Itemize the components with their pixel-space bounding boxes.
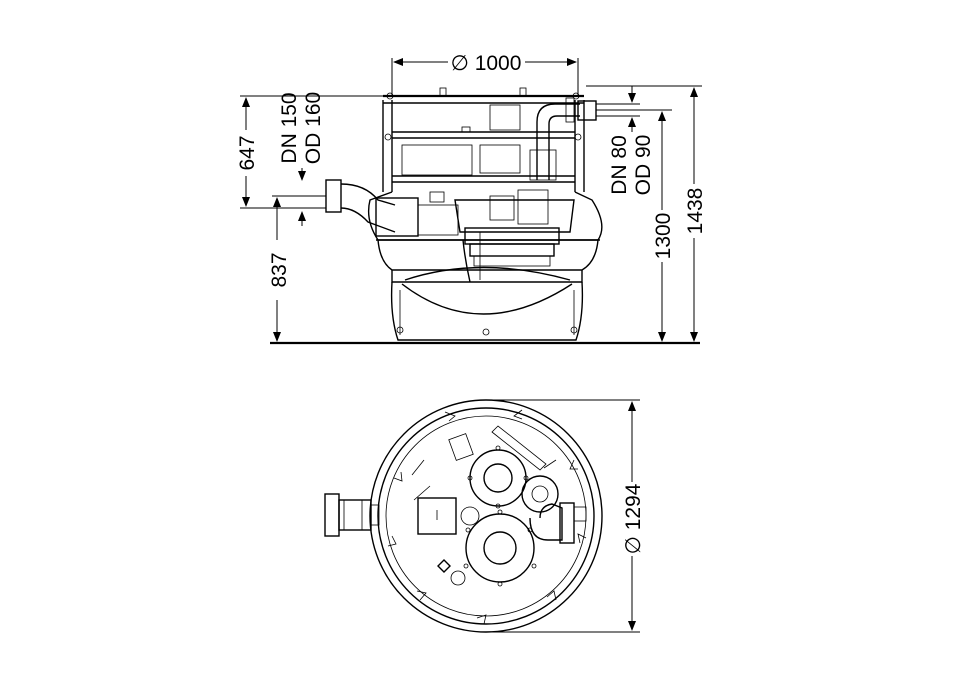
pump-assembly	[454, 189, 575, 283]
dim-outlet-height: 1300	[596, 109, 675, 342]
dim-plan-diameter-label: ∅ 1294	[622, 483, 645, 554]
plan-components	[411, 425, 587, 587]
inlet-size-label: DN 150 OD 160	[278, 92, 325, 226]
elevation-view: ∅ 1000 647 837 DN 150 OD 160	[236, 52, 707, 345]
outlet-pipe	[529, 97, 597, 181]
dim-base-height-label: 837	[268, 252, 291, 287]
upper-chamber	[382, 87, 585, 192]
outlet-dn-label: DN 80	[608, 135, 631, 195]
dim-inlet-height: 647	[236, 95, 384, 209]
plan-inlet-pipe	[324, 493, 380, 537]
tank-body	[367, 191, 603, 341]
dim-top-diameter: ∅ 1000	[391, 52, 579, 96]
inlet-pipe	[325, 179, 459, 237]
dim-plan-diameter: ∅ 1294	[486, 399, 645, 633]
outlet-od-label: OD 90	[632, 135, 655, 196]
dim-total-height-label: 1438	[684, 188, 707, 235]
plan-outer-ring	[369, 399, 603, 633]
dim-top-diameter-label: ∅ 1000	[451, 52, 522, 75]
dim-outlet-height-label: 1300	[652, 213, 675, 260]
inlet-dn-label: DN 150	[278, 92, 301, 163]
outlet-size-label: DN 80 OD 90	[596, 86, 655, 195]
inlet-od-label: OD 160	[302, 92, 325, 164]
plan-view: ∅ 1294	[324, 399, 645, 633]
dim-inlet-height-label: 647	[236, 135, 259, 170]
dim-total-height: 1438	[586, 85, 707, 342]
dim-base-height: 837	[268, 195, 326, 342]
